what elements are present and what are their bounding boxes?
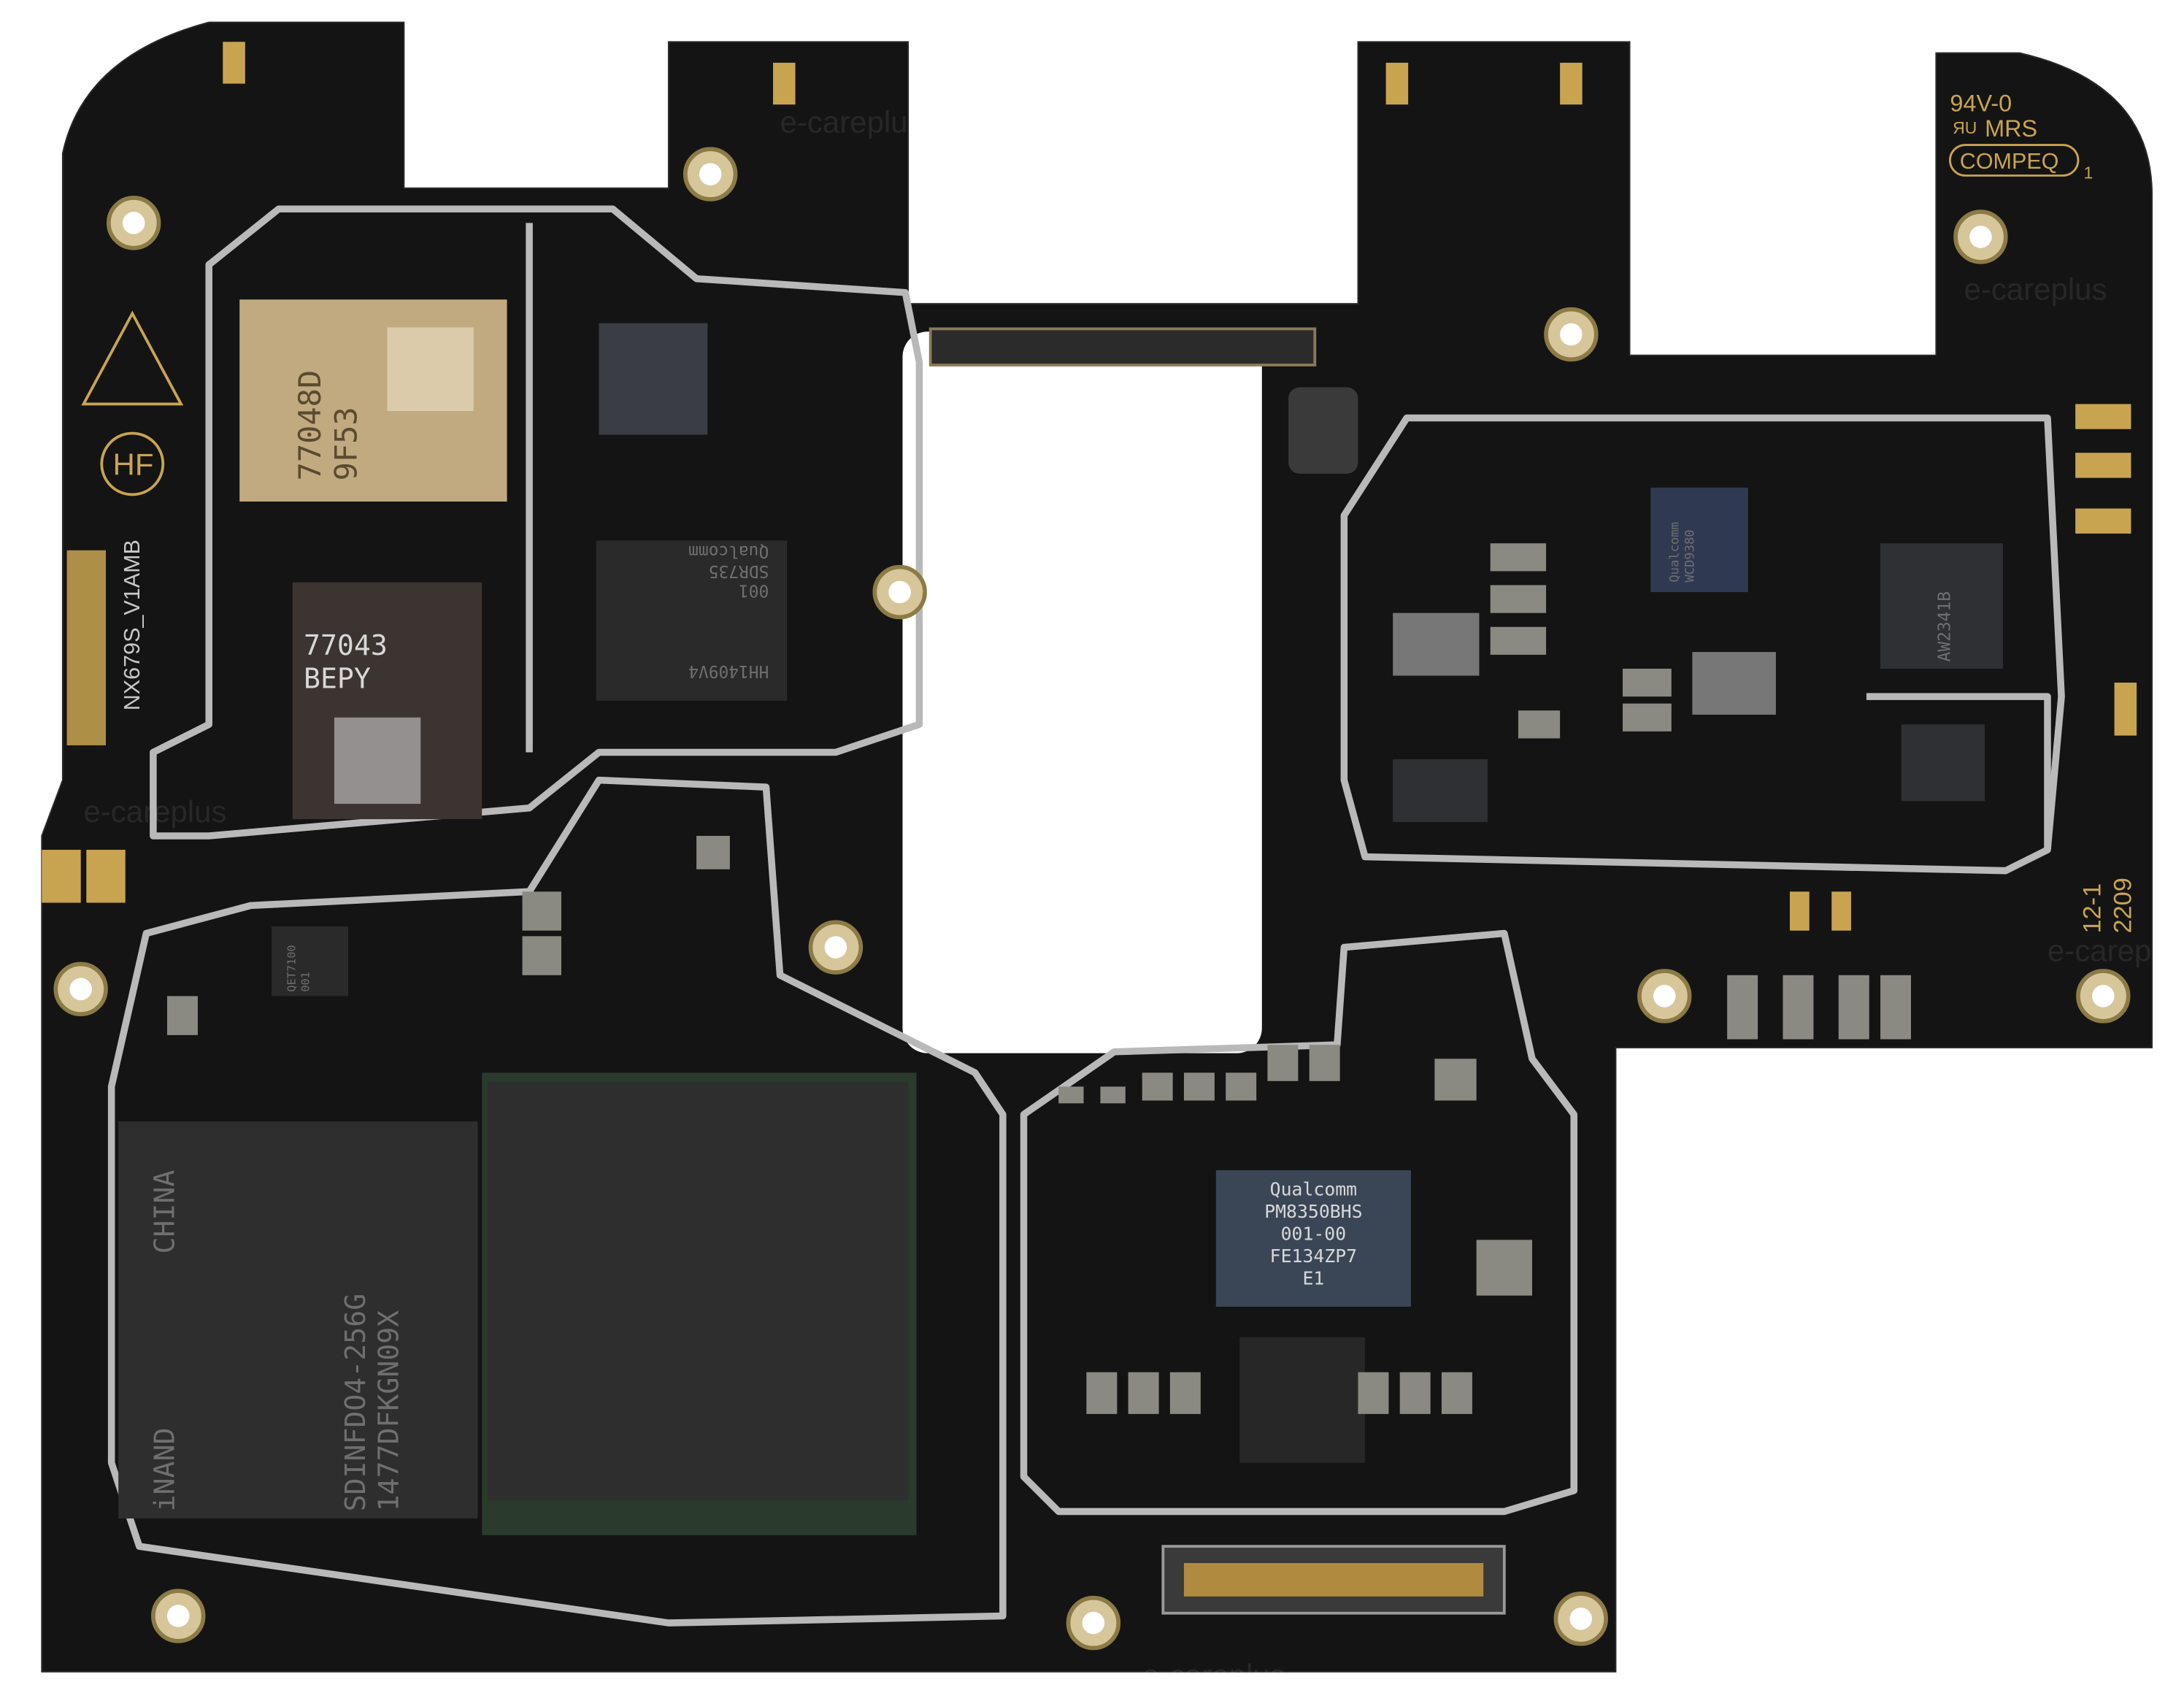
storage-chip	[118, 1121, 478, 1518]
pmic-line5: E1	[1302, 1267, 1324, 1289]
flammability-rating: 94V-0	[1950, 91, 2012, 117]
storage-line1: iNAND	[149, 1428, 181, 1512]
pmic-line1: Qualcomm	[1270, 1178, 1357, 1199]
hf-logo: HF	[113, 448, 154, 482]
shield-frames	[107, 205, 2065, 1627]
watermark: e-careplus	[1142, 1658, 1285, 1692]
board-cutout	[902, 331, 1262, 1053]
hf-logo-ring	[100, 431, 165, 496]
pmic-line2: PM8350BHS	[1264, 1201, 1362, 1222]
audio-codec-line2: WCD9380	[1683, 529, 1697, 582]
audio-codec-line1: Qualcomm	[1667, 522, 1682, 583]
watermark: e-careplus	[780, 104, 923, 139]
transceiver-line4: HH1409V4	[688, 661, 769, 680]
date-code-line2: 12-1	[2079, 883, 2107, 934]
pmic-line4: FE134ZP7	[1270, 1245, 1357, 1267]
watermark: e-careplus	[83, 794, 226, 829]
tracker-line1: QET7100	[285, 945, 299, 991]
transceiver-chip	[596, 540, 788, 701]
ul-mrs-mark: MRS	[1985, 115, 2037, 142]
driver-ic-label: AW2341B	[1935, 591, 1954, 661]
rf-module-gold-line1: 77048D	[292, 370, 328, 481]
date-code-line1: 2209	[2109, 878, 2137, 933]
watermark: e-careplus	[1964, 272, 2107, 306]
transceiver-line2: SDR735	[709, 561, 769, 580]
rf-module-dark-line1: 77043	[304, 629, 388, 661]
watermark: e-careplus	[2048, 934, 2184, 968]
storage-line4: 1477DFKGN09X	[373, 1310, 405, 1512]
pmic-line3: 001-00	[1281, 1223, 1347, 1244]
pcb-maker-mark: COMPEQ	[1960, 149, 2059, 174]
tracker-line2: 001	[299, 972, 312, 992]
esd-warning-icon	[81, 310, 184, 406]
transceiver-line1: Qualcomm	[688, 542, 769, 561]
board-model-label: NX679S_V1AMB	[120, 540, 145, 710]
storage-line2: CHINA	[149, 1170, 181, 1254]
cutout-bridge-bar	[928, 327, 1317, 366]
ul-mark-icon: ЯU	[1953, 118, 1977, 137]
transceiver-line3: 001	[739, 580, 769, 599]
storage-line3: SDINFDO4-256G	[339, 1294, 372, 1512]
layer-mark: 1	[2084, 163, 2093, 182]
pmic-chip	[1215, 1170, 1411, 1307]
rf-module-gold-line2: 9F53	[328, 407, 364, 480]
rf-module-dark-line2: BEPY	[304, 663, 371, 695]
